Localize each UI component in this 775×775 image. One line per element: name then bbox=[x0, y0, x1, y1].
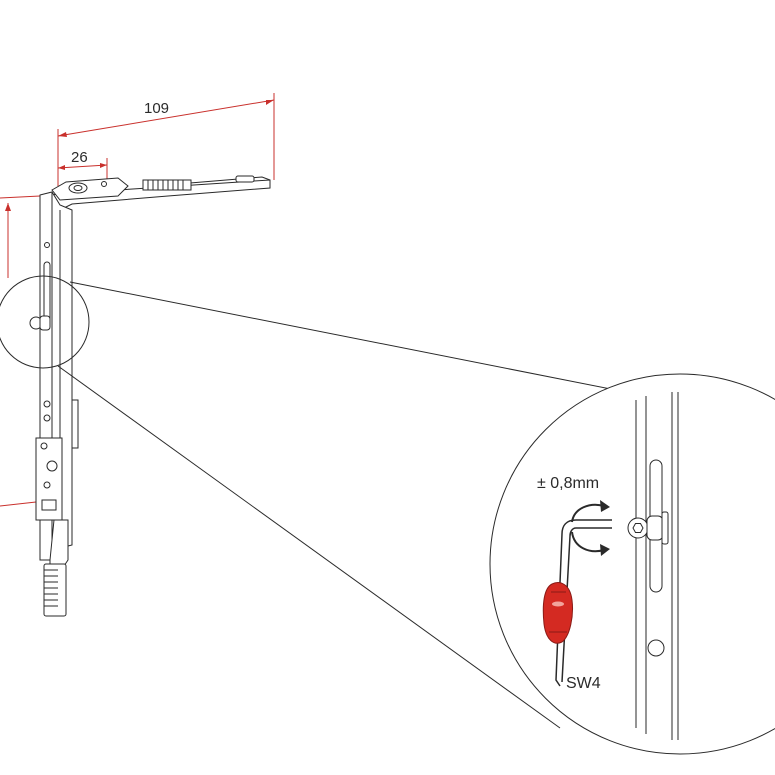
rotate-both-directions-icon bbox=[571, 500, 610, 556]
dimension-label-offset: 26 bbox=[71, 149, 88, 166]
adjustment-tolerance-label: ± 0,8mm bbox=[537, 475, 599, 492]
dimension-label-width: 109 bbox=[144, 100, 169, 117]
detail-view bbox=[627, 392, 679, 740]
dimension-lines bbox=[0, 93, 275, 507]
corner-hinge-part bbox=[29, 175, 271, 617]
detail-circle bbox=[489, 373, 775, 755]
zoom-source-circle bbox=[0, 275, 90, 369]
magnifier-callout bbox=[0, 275, 775, 755]
allen-key-icon bbox=[542, 519, 612, 687]
tool-size-label: SW4 bbox=[566, 675, 601, 692]
